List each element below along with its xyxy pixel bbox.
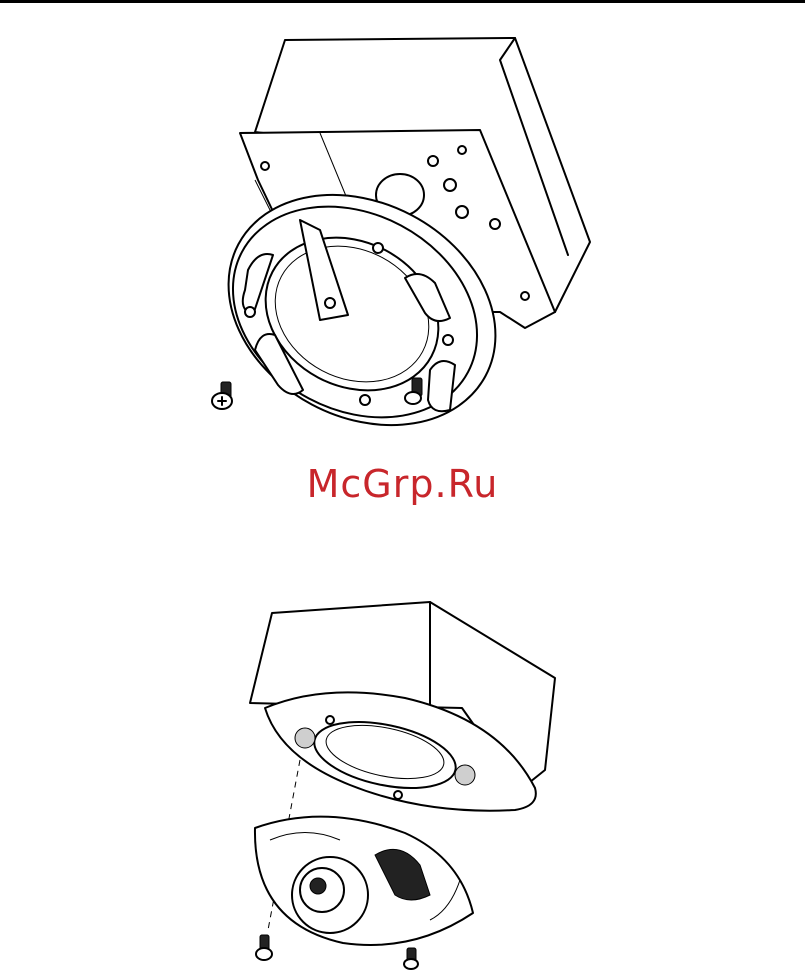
bracket-mount-illustration bbox=[0, 20, 805, 440]
junction-box-bracket-icon bbox=[0, 20, 805, 440]
camera-attach-illustration bbox=[0, 590, 805, 970]
watermark-text: McGrp.Ru bbox=[0, 462, 805, 506]
dome-camera-icon bbox=[0, 590, 805, 970]
header-rule bbox=[0, 0, 805, 3]
